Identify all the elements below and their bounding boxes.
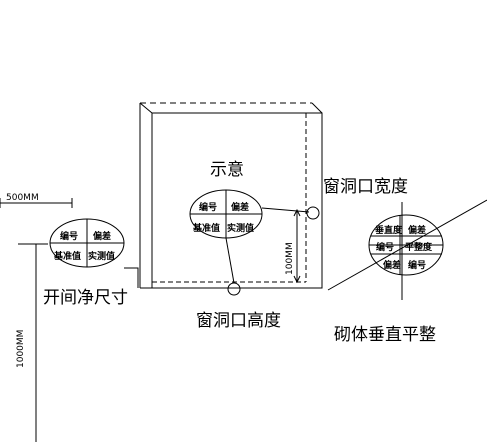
tag-center: 编号 偏差 基准值 实测值 <box>189 189 263 239</box>
tag-right: 垂直度 偏差 编号 平整度 偏差 编号 <box>368 214 444 276</box>
tag-center-reference: 基准值 <box>192 222 220 234</box>
tag-center-number: 编号 <box>199 201 217 213</box>
tag-left-reference: 基准值 <box>53 250 81 262</box>
window-frame <box>139 102 323 289</box>
window-width-label: 窗洞口宽度 <box>323 177 408 197</box>
dimension-500mm: 500MM <box>0 193 73 208</box>
bottom-marker-circle <box>227 282 241 296</box>
dimension-1000mm: 1000MM <box>16 243 48 442</box>
window-height-label: 窗洞口高度 <box>196 311 281 331</box>
tag-center-deviation: 偏差 <box>231 201 249 213</box>
tag-right-deviation-bottom: 偏差 <box>383 259 401 271</box>
dimension-1000mm-label: 1000MM <box>16 330 26 368</box>
tag-right-flatness: 平整度 <box>405 241 433 253</box>
dimension-100mm: 100MM <box>285 208 301 284</box>
tag-right-number: 编号 <box>376 241 394 253</box>
diagram-title: 示意 <box>210 160 244 180</box>
tag-left-measured: 实测值 <box>88 250 115 262</box>
right-marker-circle <box>306 206 320 220</box>
tag-left-number: 编号 <box>60 230 78 242</box>
right-diagonal-leader <box>327 199 487 291</box>
tag-left-deviation: 偏差 <box>93 230 111 242</box>
tag-right-verticality: 垂直度 <box>375 224 403 236</box>
tag-right-number-bottom: 编号 <box>408 259 426 271</box>
tag-left: 编号 偏差 基准值 实测值 <box>49 218 125 268</box>
dimension-100mm-label: 100MM <box>285 242 295 275</box>
dimension-500mm-label: 500MM <box>6 193 39 203</box>
opening-net-size-label: 开间净尺寸 <box>43 288 128 308</box>
masonry-flatness-label: 砌体垂直平整 <box>334 325 436 345</box>
right-leader <box>261 207 310 213</box>
center-leader <box>225 237 235 284</box>
tag-center-measured: 实测值 <box>227 222 254 234</box>
left-leader <box>124 267 139 288</box>
tag-right-deviation-top: 偏差 <box>408 224 426 236</box>
